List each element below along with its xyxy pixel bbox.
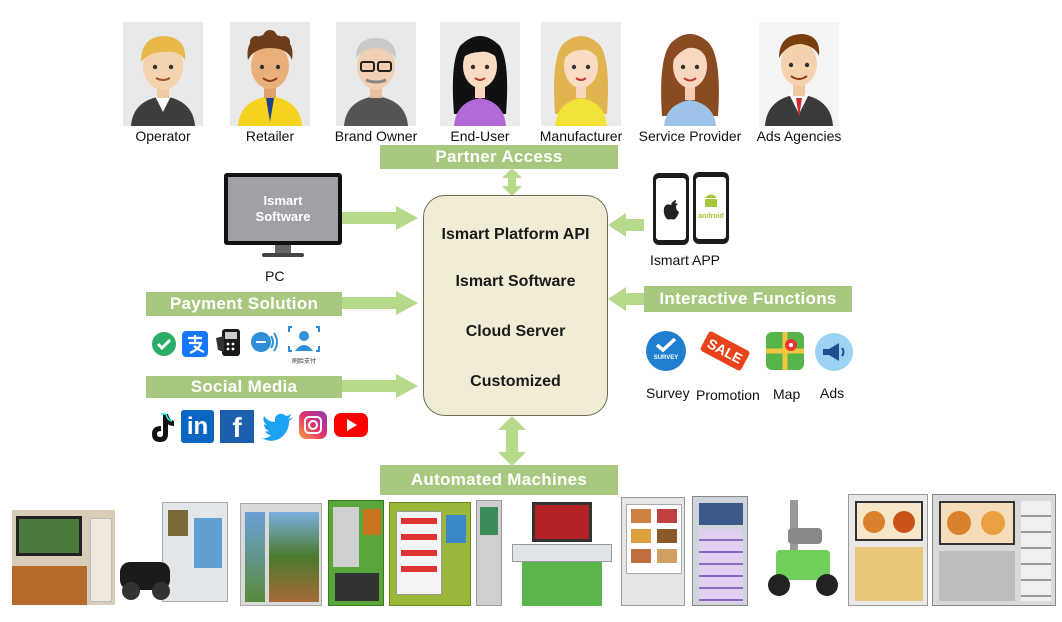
partner-access-double-arrow — [502, 168, 522, 196]
promotion-label: Promotion — [696, 387, 760, 403]
food-vending-machine — [621, 497, 685, 606]
scooter-charging-kiosk — [118, 500, 228, 606]
partner-access-banner: Partner Access — [380, 145, 618, 169]
app-arrow — [608, 213, 644, 237]
persona-label: Retailer — [245, 128, 295, 144]
food-locker-machine — [932, 494, 1056, 606]
persona-label: Brand Owner — [334, 128, 418, 144]
interactive-functions-banner: Interactive Functions — [644, 286, 852, 312]
apple-logo-icon — [663, 200, 679, 220]
operator-avatar-icon — [123, 22, 203, 126]
ads-agencies-avatar-icon — [759, 22, 839, 126]
ismart-platform-box: Ismart Platform API Ismart Software Clou… — [423, 195, 608, 416]
snack-vending-machine — [389, 502, 471, 606]
ads-label: Ads — [820, 385, 845, 401]
map-icon — [766, 332, 804, 370]
green-vending-machine — [328, 500, 384, 606]
tiktok-icon — [152, 413, 174, 442]
android-text: android — [698, 213, 724, 220]
social-media-banner: Social Media — [146, 376, 342, 398]
persona-label: Ads Agencies — [756, 128, 842, 144]
monitor-stand-icon — [275, 245, 291, 253]
persona-label: Operator — [135, 128, 191, 144]
green-counter-kiosk — [508, 500, 612, 606]
monitor-base-icon — [262, 253, 304, 257]
instagram-icon — [299, 411, 327, 439]
linkedin-icon: in — [181, 410, 214, 443]
persona-manufacturer: Manufacturer — [531, 16, 631, 146]
persona-end-user: End-User — [430, 16, 530, 146]
pc-arrow — [342, 206, 418, 230]
pc-label: PC — [265, 268, 285, 284]
payment-solution-banner: Payment Solution — [146, 292, 342, 316]
map-label: Map — [773, 386, 801, 402]
platform-api-label: Ismart Platform API — [441, 226, 590, 243]
persona-brand-owner: Brand Owner — [326, 16, 426, 146]
persona-operator: Operator — [113, 16, 213, 146]
persona-label: End-User — [450, 128, 510, 144]
platform-cloud-label: Cloud Server — [465, 323, 566, 340]
app-label: Ismart APP — [650, 252, 721, 268]
survey-label: Survey — [646, 385, 690, 401]
pos-terminal-icon — [216, 329, 240, 356]
manufacturer-avatar-icon — [541, 22, 621, 126]
pizza-vending-machine — [848, 494, 928, 606]
android-phone-icon: android — [693, 172, 729, 244]
ads-megaphone-icon — [815, 333, 853, 371]
retailer-avatar-icon — [230, 22, 310, 126]
pc-screen-line1: Ismart — [263, 193, 303, 208]
service-provider-avatar-icon — [650, 22, 730, 126]
persona-label: Manufacturer — [539, 128, 623, 144]
standing-kiosk — [476, 500, 502, 606]
persona-retailer: Retailer — [220, 16, 320, 146]
persona-service-provider: Service Provider — [639, 16, 741, 146]
payment-arrow — [342, 291, 418, 315]
face-pay-icon: 刷脸支付 — [287, 325, 321, 365]
twitter-icon — [262, 413, 293, 441]
contactless-pay-icon — [251, 332, 278, 352]
android-logo-icon — [705, 194, 717, 207]
locker-kiosk-machine — [12, 510, 115, 605]
platform-software-label: Ismart Software — [455, 273, 576, 290]
automated-machines-banner: Automated Machines — [380, 465, 618, 495]
survey-icon: SURVEY — [646, 331, 686, 371]
end-user-avatar-icon — [440, 22, 520, 126]
photo-wrap-vending-machine — [240, 503, 322, 606]
platform-customized-label: Customized — [470, 373, 561, 390]
survey-icon-text: SURVEY — [653, 355, 679, 361]
interactive-arrow — [608, 287, 644, 311]
locker-vending-machine — [692, 496, 748, 606]
iphone-icon — [653, 173, 689, 245]
youtube-icon — [334, 413, 368, 437]
delivery-robot — [760, 498, 842, 606]
social-arrow — [342, 374, 418, 398]
pc-screen-line2: Software — [255, 209, 311, 224]
monitor-icon: Ismart Software — [224, 173, 342, 245]
facebook-icon: f — [220, 410, 254, 443]
wechat-pay-icon — [152, 332, 176, 356]
brand-owner-avatar-icon — [336, 22, 416, 126]
persona-ads-agencies: Ads Agencies — [749, 16, 849, 146]
persona-label: Service Provider — [638, 128, 742, 144]
machines-double-arrow — [498, 416, 526, 466]
alipay-icon — [182, 331, 208, 357]
face-pay-text: 刷脸支付 — [291, 359, 316, 365]
